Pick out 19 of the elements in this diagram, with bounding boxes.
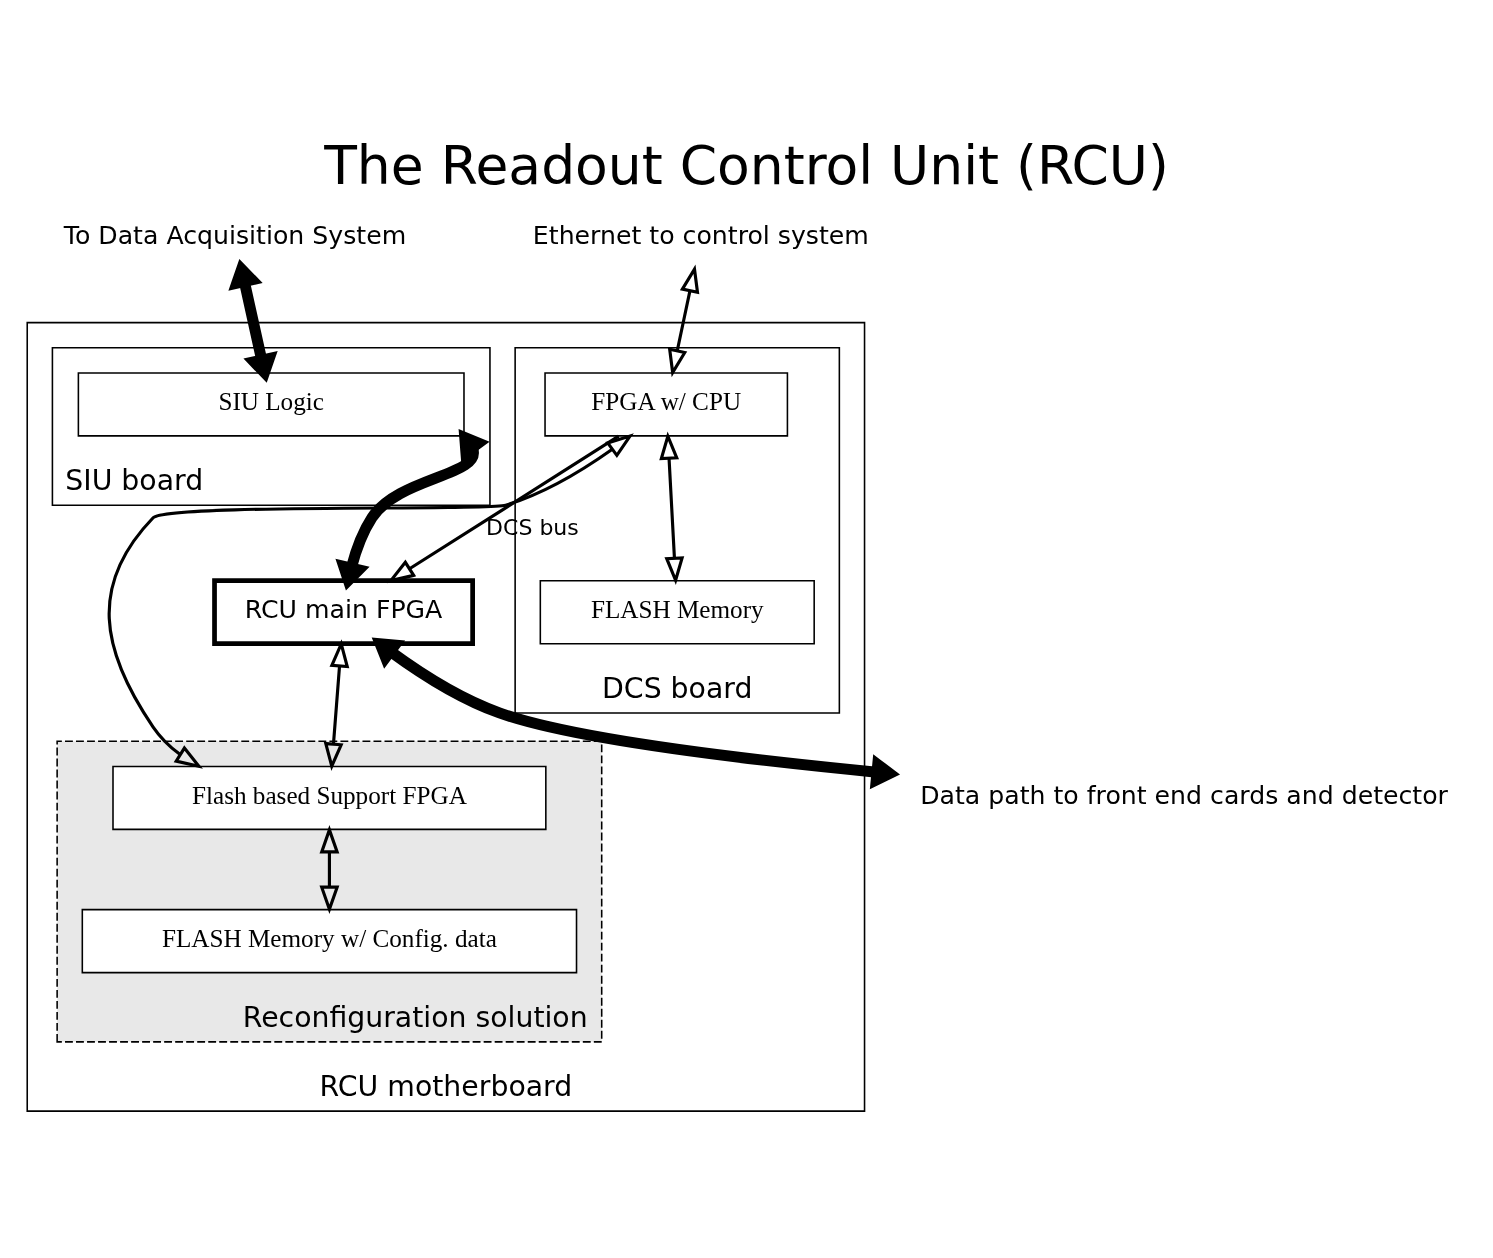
arrow: [319, 824, 340, 914]
diagram-title: The Readout Control Unit (RCU): [324, 133, 1169, 197]
node-box: FPGA w/ CPU: [544, 371, 789, 437]
node-box: Flash based Support FPGA: [112, 765, 547, 830]
node-box: SIU Logic: [77, 371, 465, 437]
arrow: [386, 434, 620, 583]
node-box: FLASH Memory w/ Config. data: [81, 908, 578, 973]
node-box: RCU main FPGA: [212, 577, 475, 646]
node-text: Ethernet to control system: [532, 220, 869, 250]
arrow: [323, 638, 350, 771]
arrow: [371, 636, 901, 789]
node-text: To Data Acquisition System: [63, 220, 407, 250]
node-text: Data path to front end cards and detector: [920, 780, 1448, 810]
node-box: FLASH Memory: [539, 579, 815, 644]
arrow: [228, 258, 278, 383]
arrow: [659, 430, 685, 585]
arrow: [335, 428, 490, 591]
arrow: [667, 264, 700, 377]
arrow: [107, 432, 634, 769]
